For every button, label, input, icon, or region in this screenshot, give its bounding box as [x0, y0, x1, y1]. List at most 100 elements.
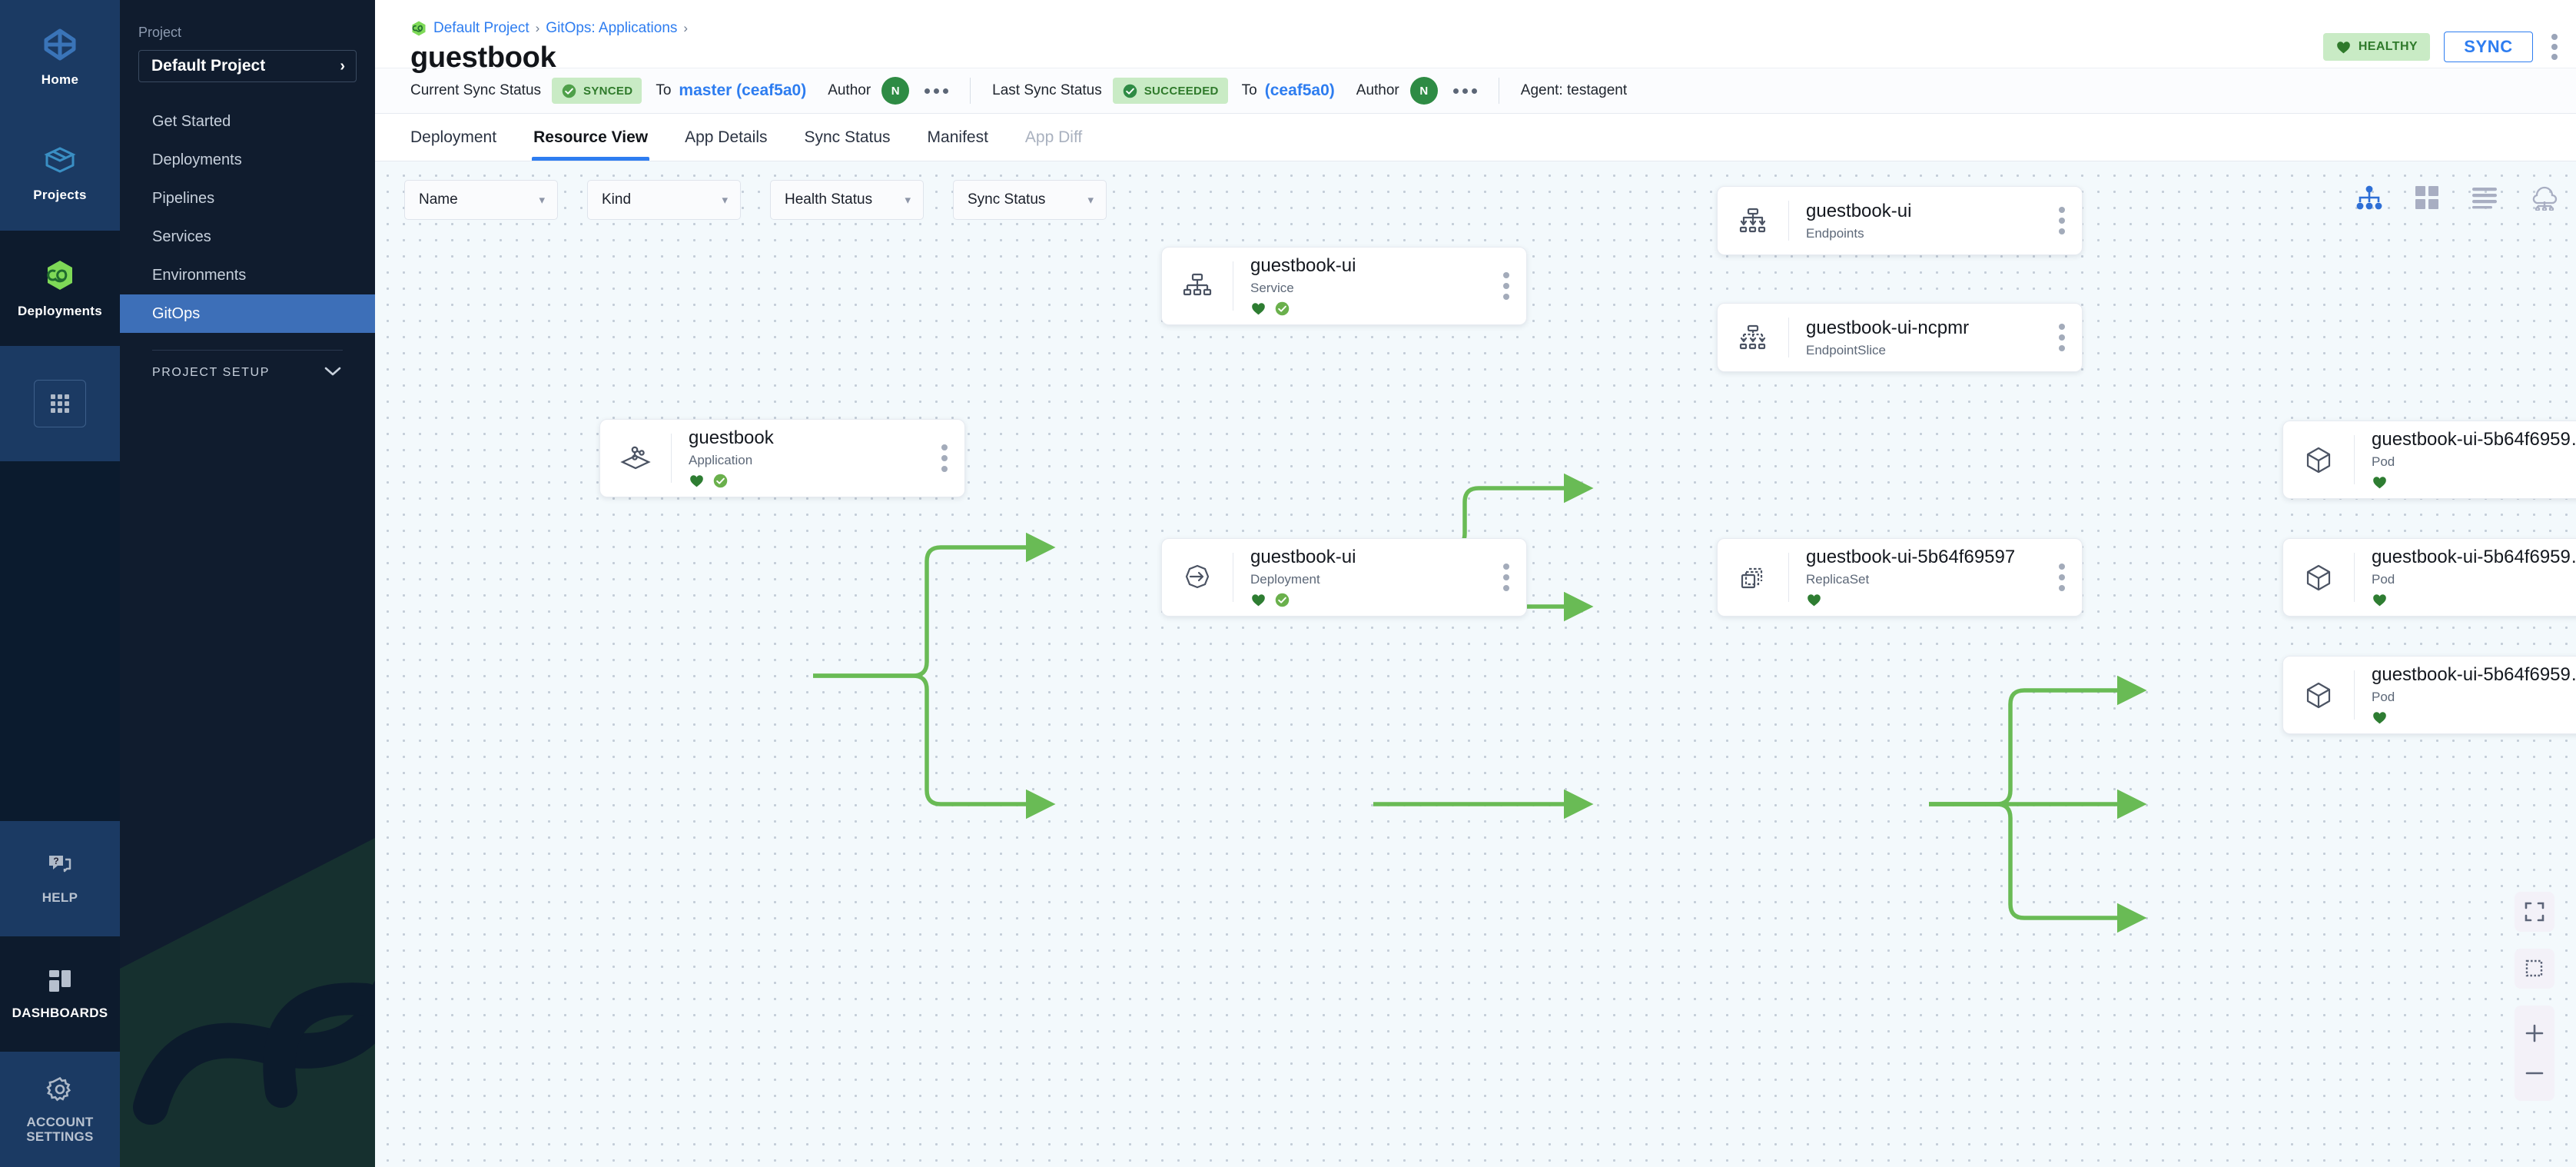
- node-status: [2372, 709, 2576, 726]
- node-status: [1250, 300, 1486, 317]
- graph-node-endpoints[interactable]: guestbook-ui Endpoints: [1717, 186, 2083, 255]
- fit-screen-icon[interactable]: [2515, 892, 2554, 932]
- node-divider: [2354, 435, 2355, 484]
- rail-item-app-grid[interactable]: [0, 346, 120, 461]
- node-more-menu-icon[interactable]: [2042, 564, 2082, 591]
- project-selector-value: Default Project: [151, 57, 266, 75]
- tab-app-diff: App Diff: [1024, 128, 1083, 146]
- node-status: [2372, 591, 2576, 608]
- grid-view-icon[interactable]: [2415, 185, 2439, 210]
- last-sync-more-icon[interactable]: [1452, 88, 1477, 94]
- filter-kind[interactable]: Kind ▾: [587, 180, 741, 220]
- check-circle-icon: [713, 474, 728, 487]
- heart-icon: [690, 474, 703, 487]
- graph-view-icon[interactable]: [2356, 185, 2382, 210]
- node-body: guestbook Application: [672, 427, 925, 489]
- status-badge-healthy-label: HEALTHY: [2358, 40, 2418, 53]
- filter-sync-status[interactable]: Sync Status ▾: [953, 180, 1107, 220]
- sync-status-bar: Current Sync Status SYNCED To master (ce…: [375, 68, 2576, 114]
- breadcrumb-gitops-applications[interactable]: GitOps: Applications: [546, 20, 678, 36]
- filter-name[interactable]: Name ▾: [404, 180, 558, 220]
- list-view-icon[interactable]: [2471, 186, 2498, 209]
- filter-health-status[interactable]: Health Status ▾: [770, 180, 924, 220]
- main-content: Default Project › GitOps: Applications ›…: [375, 0, 2576, 1167]
- graph-node-endpointslice[interactable]: guestbook-ui-ncpmr EndpointSlice: [1717, 303, 2083, 372]
- rail-label-account-settings: ACCOUNT SETTINGS: [26, 1114, 94, 1144]
- zoom-out-icon[interactable]: [2515, 1053, 2554, 1093]
- deployments-hexagon-icon: [43, 258, 77, 296]
- heart-icon: [1252, 593, 1265, 606]
- node-name: guestbook-ui: [1250, 255, 1356, 276]
- resource-graph-canvas[interactable]: Name ▾ Kind ▾ Health Status ▾ Sync Statu…: [375, 161, 2576, 1167]
- sidebar-item-get-started[interactable]: Get Started: [152, 112, 231, 130]
- node-name: guestbook-ui-5b64f6959…: [2372, 664, 2576, 685]
- last-sync-to-label: To: [1241, 82, 1257, 98]
- zoom-control-group: [2515, 1006, 2554, 1101]
- node-divider: [671, 434, 672, 483]
- last-sync-revision-link[interactable]: (ceaf5a0): [1264, 81, 1335, 99]
- node-more-menu-icon[interactable]: [925, 444, 964, 472]
- project-selector[interactable]: Default Project ›: [138, 50, 357, 82]
- dashboards-grid-icon: [47, 968, 73, 998]
- sidebar-project-setup[interactable]: PROJECT SETUP: [120, 351, 375, 395]
- sidebar-item-deployments[interactable]: Deployments: [152, 151, 242, 168]
- node-body: guestbook-ui Deployment: [1233, 547, 1486, 608]
- tab-deployment[interactable]: Deployment: [410, 128, 497, 146]
- rail-label-help: HELP: [41, 890, 78, 905]
- graph-node-service[interactable]: guestbook-ui Service: [1161, 247, 1527, 325]
- header-more-menu-icon[interactable]: [2547, 29, 2562, 65]
- node-more-menu-icon[interactable]: [1486, 564, 1526, 591]
- node-name: guestbook-ui-ncpmr: [1806, 317, 1970, 338]
- node-divider: [1788, 201, 1789, 241]
- graph-node-application[interactable]: guestbook Application: [599, 419, 965, 497]
- node-more-menu-icon[interactable]: [2042, 324, 2082, 351]
- current-sync-status-pill: SYNCED: [552, 78, 642, 104]
- sidebar-item-gitops[interactable]: GitOps: [120, 294, 375, 333]
- page-title: guestbook: [410, 42, 556, 74]
- node-body: guestbook-ui-5b64f6959… Pod: [2355, 664, 2576, 726]
- page-header: Default Project › GitOps: Applications ›…: [375, 0, 2576, 74]
- node-more-menu-icon[interactable]: [2042, 207, 2082, 234]
- current-author-label: Author: [828, 82, 871, 98]
- tab-manifest[interactable]: Manifest: [927, 128, 988, 146]
- node-more-menu-icon[interactable]: [1486, 272, 1526, 300]
- tab-resource-view[interactable]: Resource View: [532, 114, 650, 161]
- rail-item-dashboards[interactable]: DASHBOARDS: [0, 936, 120, 1052]
- chevron-down-icon: ▾: [1087, 194, 1094, 207]
- current-sync-more-icon[interactable]: [925, 88, 949, 94]
- zoom-in-icon[interactable]: [2515, 1013, 2554, 1053]
- node-divider: [1788, 318, 1789, 357]
- current-sync-status-value: SYNCED: [583, 84, 633, 98]
- canvas-controls: [2515, 892, 2554, 1101]
- tab-app-details[interactable]: App Details: [685, 128, 768, 146]
- sidebar-item-pipelines[interactable]: Pipelines: [152, 189, 215, 207]
- sidebar-item-services[interactable]: Services: [152, 228, 211, 245]
- sidebar-item-environments[interactable]: Environments: [152, 266, 247, 284]
- node-kind: Application: [689, 453, 753, 467]
- rail-item-home[interactable]: Home: [0, 0, 120, 115]
- graph-node-replicaset[interactable]: guestbook-ui-5b64f69597 ReplicaSet: [1717, 538, 2083, 617]
- help-chat-icon: ?: [47, 853, 73, 883]
- network-topology-icon[interactable]: [2530, 185, 2559, 211]
- rail-item-account-settings[interactable]: ACCOUNT SETTINGS: [0, 1052, 120, 1167]
- breadcrumb-default-project[interactable]: Default Project: [433, 20, 529, 36]
- breadcrumb: Default Project › GitOps: Applications ›: [410, 0, 688, 37]
- rail-item-projects[interactable]: Projects: [0, 115, 120, 231]
- graph-node-pod-1[interactable]: guestbook-ui-5b64f6959… Pod: [2282, 421, 2576, 499]
- pod-icon: [2283, 442, 2354, 477]
- service-icon: [1162, 268, 1233, 304]
- primary-nav-rail: Home Projects: [0, 0, 120, 1167]
- app-grid-icon[interactable]: [34, 380, 86, 427]
- sidebar-nav-list: Get Started Deployments Pipelines Servic…: [120, 102, 375, 333]
- rail-item-deployments[interactable]: Deployments: [0, 231, 120, 346]
- rail-item-help[interactable]: ? HELP: [0, 821, 120, 936]
- graph-node-deployment[interactable]: guestbook-ui Deployment: [1161, 538, 1527, 617]
- graph-node-pod-3[interactable]: guestbook-ui-5b64f6959… Pod: [2282, 656, 2576, 734]
- tab-sync-status[interactable]: Sync Status: [804, 128, 891, 146]
- current-sync-revision-link[interactable]: master (ceaf5a0): [679, 81, 807, 99]
- heart-icon: [1808, 593, 1821, 606]
- check-circle-icon: [1123, 84, 1137, 98]
- graph-node-pod-2[interactable]: guestbook-ui-5b64f6959… Pod: [2282, 538, 2576, 617]
- sync-button[interactable]: SYNC: [2444, 32, 2533, 62]
- select-box-icon[interactable]: [2515, 949, 2554, 989]
